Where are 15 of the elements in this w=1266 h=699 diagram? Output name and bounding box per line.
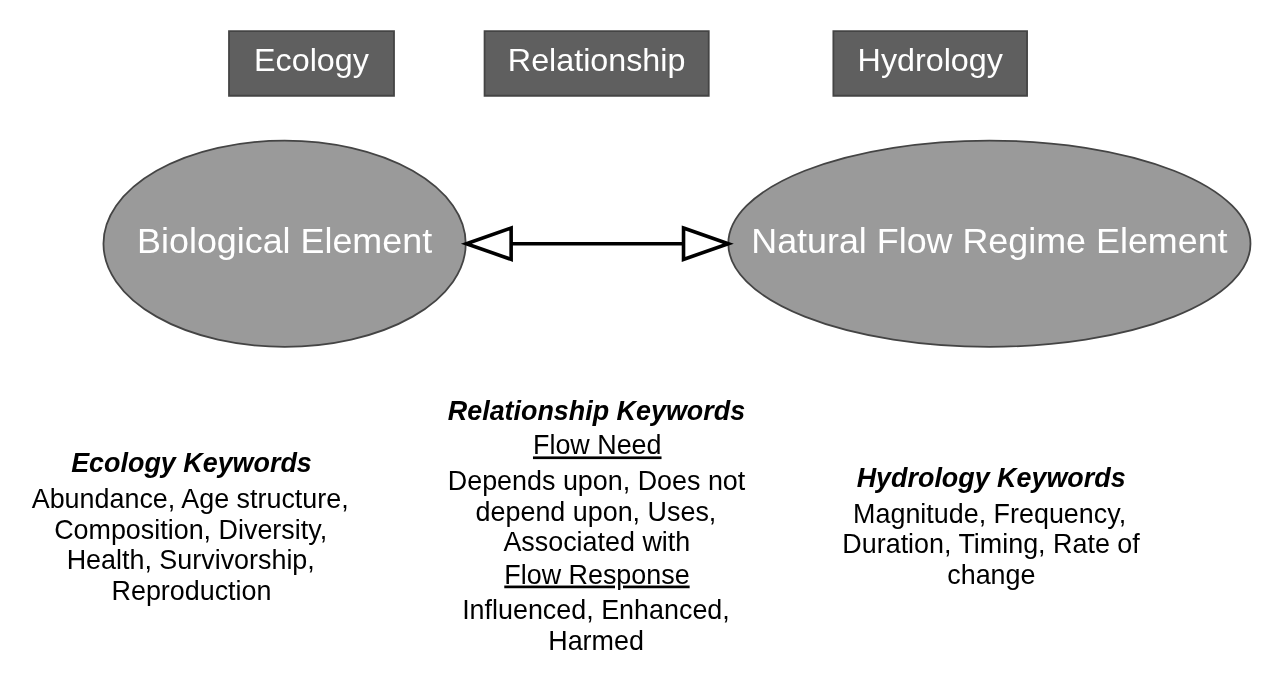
label: Flow Response — [504, 559, 690, 590]
label: Influenced, Enhanced, Harmed — [462, 595, 730, 656]
label: Ecology Keywords — [71, 448, 312, 479]
label: Hydrology Keywords — [856, 462, 1126, 493]
label: Relationship Keywords — [447, 396, 746, 427]
label: Flow Need — [532, 430, 662, 461]
label: Depends upon, Does not depend upon, Uses, Associated with — [447, 466, 746, 558]
label: Abundance, Age structure, Composition, Diversity, Health, Survivorship, Reproduction — [31, 484, 349, 606]
node-ellipse: Biological Element — [102, 139, 467, 348]
arrow — [460, 225, 734, 262]
node-ellipse: Natural Flow Regime Element — [727, 139, 1252, 348]
node-box: Hydrology — [832, 30, 1028, 97]
node-box: Relationship — [483, 30, 710, 97]
label: Magnitude, Frequency, Duration, Timing, Rate of change — [842, 498, 1140, 590]
node-box: Ecology — [228, 30, 395, 97]
